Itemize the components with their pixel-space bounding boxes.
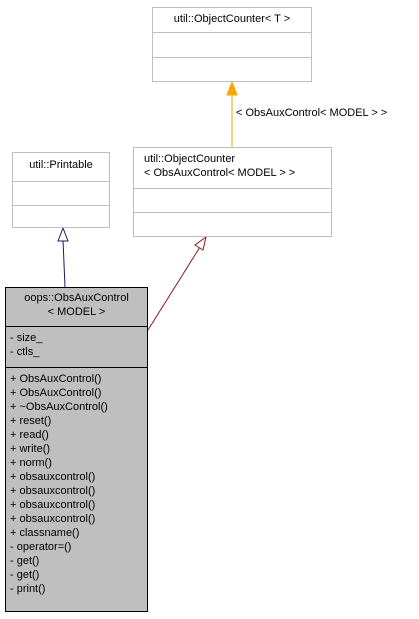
template-binding-label: < ObsAuxControl< MODEL > > (236, 107, 388, 119)
edge-printable (62, 239, 66, 288)
method-item: + classname() (10, 527, 80, 539)
attribute-item: - ctls_ (10, 346, 40, 358)
class-title: util::Printable (13, 153, 109, 181)
class-name-line: util::ObjectCounter< T > (173, 13, 291, 25)
method-item: + obsauxcontrol() (10, 513, 96, 525)
class-printable: util::Printable (12, 152, 110, 228)
edge-counter-instance (147, 246, 201, 331)
arrowhead-printable (57, 226, 69, 242)
class-methods-section (13, 205, 109, 227)
class-methods-section (134, 212, 331, 236)
method-item: + write() (10, 443, 51, 455)
class-object-counter-template: util::ObjectCounter< T > (152, 7, 312, 82)
class-attributes-section (153, 32, 311, 57)
method-item: - print() (10, 583, 46, 595)
class-title: oops::ObsAuxControl < MODEL > (6, 288, 147, 326)
class-name-line: < ObsAuxControl< MODEL > > (144, 167, 296, 179)
arrowhead-counter-instance (194, 235, 207, 251)
method-item: - get() (10, 569, 40, 581)
arrowhead-template-binding (226, 80, 238, 96)
class-methods-section: + ObsAuxControl() + ObsAuxControl() + ~O… (6, 367, 147, 597)
class-name-line: util::ObjectCounter (144, 153, 236, 165)
method-item: + obsauxcontrol() (10, 471, 96, 483)
method-item: + norm() (10, 457, 52, 469)
class-methods-section (153, 57, 311, 81)
method-item: + obsauxcontrol() (10, 499, 96, 511)
class-title: util::ObjectCounter < ObsAuxControl< MOD… (134, 148, 331, 188)
method-item: - operator=() (10, 541, 72, 553)
class-title: util::ObjectCounter< T > (153, 8, 311, 32)
class-name-line: < MODEL > (47, 306, 106, 318)
class-name-line: oops::ObsAuxControl (24, 292, 129, 304)
method-item: + read() (10, 429, 49, 441)
class-attributes-section (134, 188, 331, 212)
method-item: - get() (10, 555, 40, 567)
class-object-counter-instance: util::ObjectCounter < ObsAuxControl< MOD… (133, 147, 332, 237)
method-item: + ObsAuxControl() (10, 387, 102, 399)
class-attributes-section (13, 181, 109, 205)
method-item: + ~ObsAuxControl() (10, 401, 108, 413)
class-name-line: util::Printable (29, 159, 93, 171)
class-attributes-section: - size_ - ctls_ (6, 326, 147, 367)
method-item: + reset() (10, 415, 52, 427)
attribute-item: - size_ (10, 332, 43, 344)
method-item: + ObsAuxControl() (10, 373, 102, 385)
method-item: + obsauxcontrol() (10, 485, 96, 497)
class-obs-aux-control: oops::ObsAuxControl < MODEL > - size_ - … (5, 287, 148, 612)
